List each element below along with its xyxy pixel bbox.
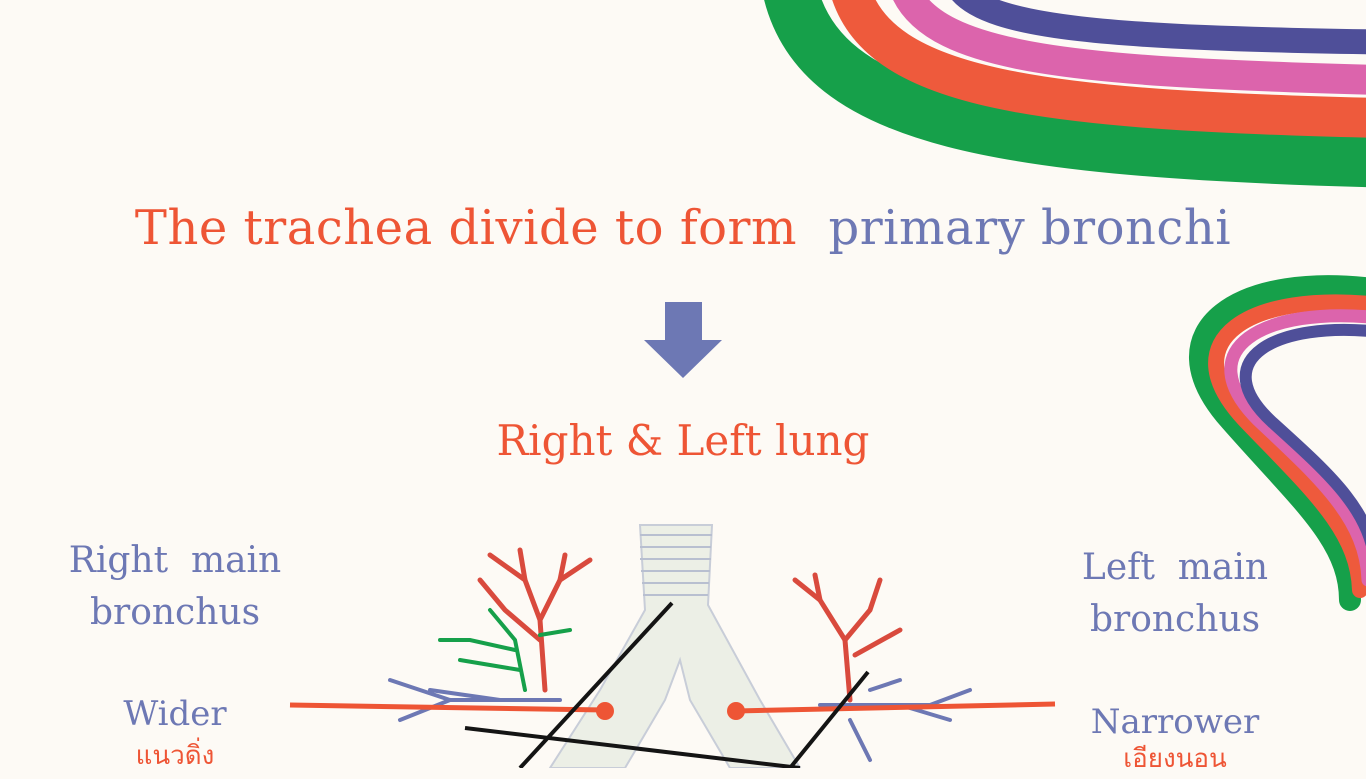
top-rainbow-stripe xyxy=(764,0,1366,188)
title-part-two: primary bronchi xyxy=(828,200,1232,256)
left-label-line1: Left main xyxy=(1081,547,1269,588)
down-arrow-icon xyxy=(644,302,722,378)
page-title: The trachea divide to form primary bronc… xyxy=(0,200,1366,256)
subtitle: Right & Left lung xyxy=(496,416,870,465)
right-main-bronchus-label: Right main bronchus xyxy=(60,535,290,639)
right-bronchial-tree xyxy=(388,547,593,722)
width-comparison-lines xyxy=(289,701,1056,720)
right-label-line2: bronchus xyxy=(89,592,261,633)
wider-label: Wider xyxy=(123,694,227,734)
right-label-line1: Right main xyxy=(68,540,282,581)
left-main-bronchus-label: Left main bronchus xyxy=(1060,542,1290,646)
angle-lines xyxy=(464,601,870,768)
thai-horizontal-label: เอียงนอน xyxy=(1123,744,1227,774)
narrower-label: Narrower xyxy=(1090,702,1260,742)
thai-vertical-label: แนวดิ่ง xyxy=(135,741,215,771)
left-label-line2: bronchus xyxy=(1089,599,1261,640)
title-part-one: The trachea divide to form xyxy=(134,200,797,256)
right-rainbow-stripe xyxy=(1189,275,1366,611)
